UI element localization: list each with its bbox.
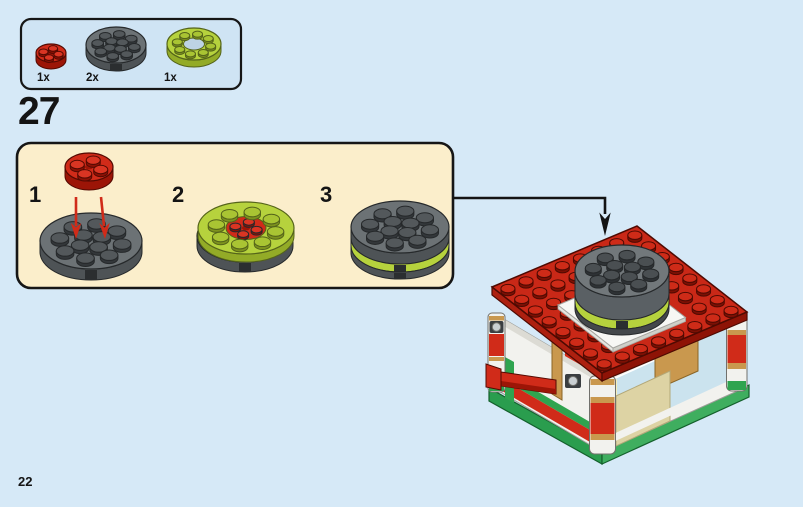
part-red-2x2-round-plate	[35, 43, 67, 70]
substep1-red-plate	[64, 152, 114, 191]
assembly-arrow-head	[99, 222, 110, 239]
column-gold-ring	[590, 434, 615, 440]
column-red-segment	[489, 334, 504, 356]
callout-connector	[452, 196, 611, 236]
left-corner-column	[487, 312, 506, 393]
substep-3-number: 3	[320, 182, 332, 207]
step-number: 27	[18, 90, 59, 133]
red-handle-bar	[485, 363, 557, 395]
column-gold-ring	[489, 357, 504, 361]
part-dark-gray-4x4-round-plate	[85, 26, 147, 72]
turntable-graphic	[574, 244, 670, 336]
assembly-arrows	[70, 196, 110, 239]
part-qty-red-plate: 1x	[37, 72, 50, 84]
assembly-arrow-shaft	[99, 196, 106, 227]
model-left-wall-red-band	[497, 376, 602, 449]
part-qty-lime-plate: 1x	[164, 72, 177, 84]
column-red-segment	[727, 335, 746, 363]
handle-cap	[485, 363, 502, 391]
handle-shaft-shade	[501, 381, 556, 394]
substep1-gray-plate	[39, 212, 143, 281]
part-lime-4x4-round-ring-plate	[166, 27, 222, 68]
kiosk-model	[485, 225, 750, 466]
column-red-segment	[590, 403, 615, 434]
right-corner-column	[726, 310, 748, 392]
connector-line	[452, 196, 607, 214]
substep2-lime-ring	[197, 201, 295, 263]
part-qty-gray-plate: 2x	[86, 72, 99, 84]
model-left-wall-roof-shadow	[497, 315, 602, 384]
metal-stud	[568, 376, 578, 386]
column-green-base	[727, 381, 746, 390]
substep-2-number: 2	[172, 182, 184, 207]
down-arrow-icon	[599, 212, 611, 236]
turntable-assembly	[574, 244, 670, 336]
glass-bottom-frame	[609, 377, 737, 444]
column-gold-ring	[727, 363, 746, 369]
assembly-arrow-head	[70, 223, 82, 239]
substep-1-number: 1	[29, 182, 41, 207]
parts-graphics	[35, 26, 222, 72]
metal-stud	[491, 322, 502, 332]
column-gold-ring	[727, 330, 746, 335]
substep-graphics	[39, 152, 450, 281]
column-gold-ring	[590, 397, 615, 403]
column-gold-ring	[489, 316, 504, 321]
front-corner-column	[589, 375, 616, 455]
substep3-stack	[350, 200, 450, 280]
page-number: 22	[18, 474, 32, 489]
